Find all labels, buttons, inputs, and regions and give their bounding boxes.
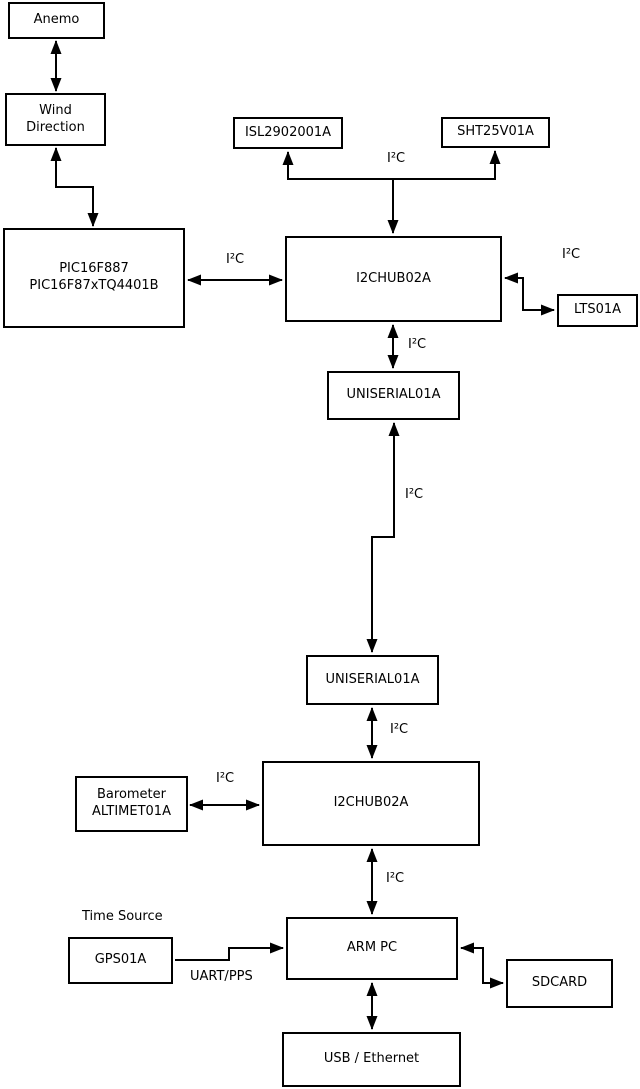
node-i2chub02a-top-label: I2CHUB02A — [356, 270, 431, 286]
node-arm-pc-label: ARM PC — [346, 940, 398, 956]
node-lts01a-label: LTS01A — [573, 302, 622, 318]
connector-i2chub-lts — [504, 272, 555, 316]
node-wind-direction-label-line2: Direction — [26, 119, 85, 135]
node-sdcard-label: SDCARD — [531, 975, 588, 991]
edge-label-i2c-barometer-hub: I²C — [216, 771, 235, 786]
edge-label-i2c-pic-hub: I²C — [226, 252, 245, 267]
edge-label-i2c-uniserial-hub: I²C — [390, 722, 409, 737]
edge-label-i2c-hub-uniserial: I²C — [408, 337, 427, 352]
edge-label-uart-pps: UART/PPS — [190, 969, 253, 984]
node-gps01a-label: GPS01A — [94, 952, 147, 968]
node-barometer-altimet01a: Barometer ALTIMET01A — [75, 776, 188, 832]
node-pic16f887: PIC16F887 PIC16F87xTQ4401B — [3, 228, 185, 328]
node-sht25v01a-label: SHT25V01A — [457, 124, 534, 140]
connector-bus-isl-sht — [282, 150, 501, 180]
node-pic16f887-label-line2: PIC16F87xTQ4401B — [29, 278, 159, 293]
node-uniserial01a-top-label: UNISERIAL01A — [346, 387, 441, 403]
node-gps01a: GPS01A — [68, 937, 173, 984]
node-i2chub02a-bottom-label: I2CHUB02A — [333, 795, 409, 811]
edge-label-i2c-hub-lts: I²C — [562, 247, 581, 262]
node-uniserial01a-bottom: UNISERIAL01A — [306, 655, 439, 705]
edge-label-i2c-bus-top: I²C — [387, 151, 406, 166]
node-anemo-label: Anemo — [33, 12, 80, 28]
edge-label-time-source: Time Source — [82, 909, 163, 924]
node-wind-direction: Wind Direction — [5, 93, 106, 146]
node-lts01a: LTS01A — [557, 294, 638, 327]
node-anemo: Anemo — [8, 2, 105, 39]
node-isl2902001a-label: ISL2902001A — [244, 124, 332, 140]
node-i2chub02a-bottom: I2CHUB02A — [262, 761, 480, 846]
connector-gps-arm — [175, 942, 284, 961]
node-sdcard: SDCARD — [506, 959, 613, 1008]
node-i2chub02a-top: I2CHUB02A — [285, 236, 502, 322]
connector-wind-pic — [50, 147, 99, 227]
node-barometer-label-line1: Barometer — [97, 787, 166, 803]
node-usb-ethernet-label: USB / Ethernet — [323, 1051, 420, 1067]
node-arm-pc: ARM PC — [286, 917, 458, 980]
node-barometer-label-line2: ALTIMET01A — [92, 804, 171, 819]
connector-arm-sdcard — [460, 942, 504, 989]
node-uniserial01a-bottom-label: UNISERIAL01A — [325, 671, 420, 687]
node-isl2902001a: ISL2902001A — [233, 117, 343, 149]
node-sht25v01a: SHT25V01A — [441, 117, 550, 148]
node-pic16f887-label-line1: PIC16F887 — [59, 261, 129, 277]
edge-label-i2c-long-link: I²C — [405, 487, 424, 502]
edge-label-i2c-hub-arm: I²C — [386, 871, 405, 886]
node-wind-direction-label-line1: Wind — [39, 102, 72, 118]
node-uniserial01a-top: UNISERIAL01A — [327, 371, 460, 420]
node-usb-ethernet: USB / Ethernet — [282, 1032, 461, 1087]
connector-uniserial-long-link — [366, 422, 400, 653]
